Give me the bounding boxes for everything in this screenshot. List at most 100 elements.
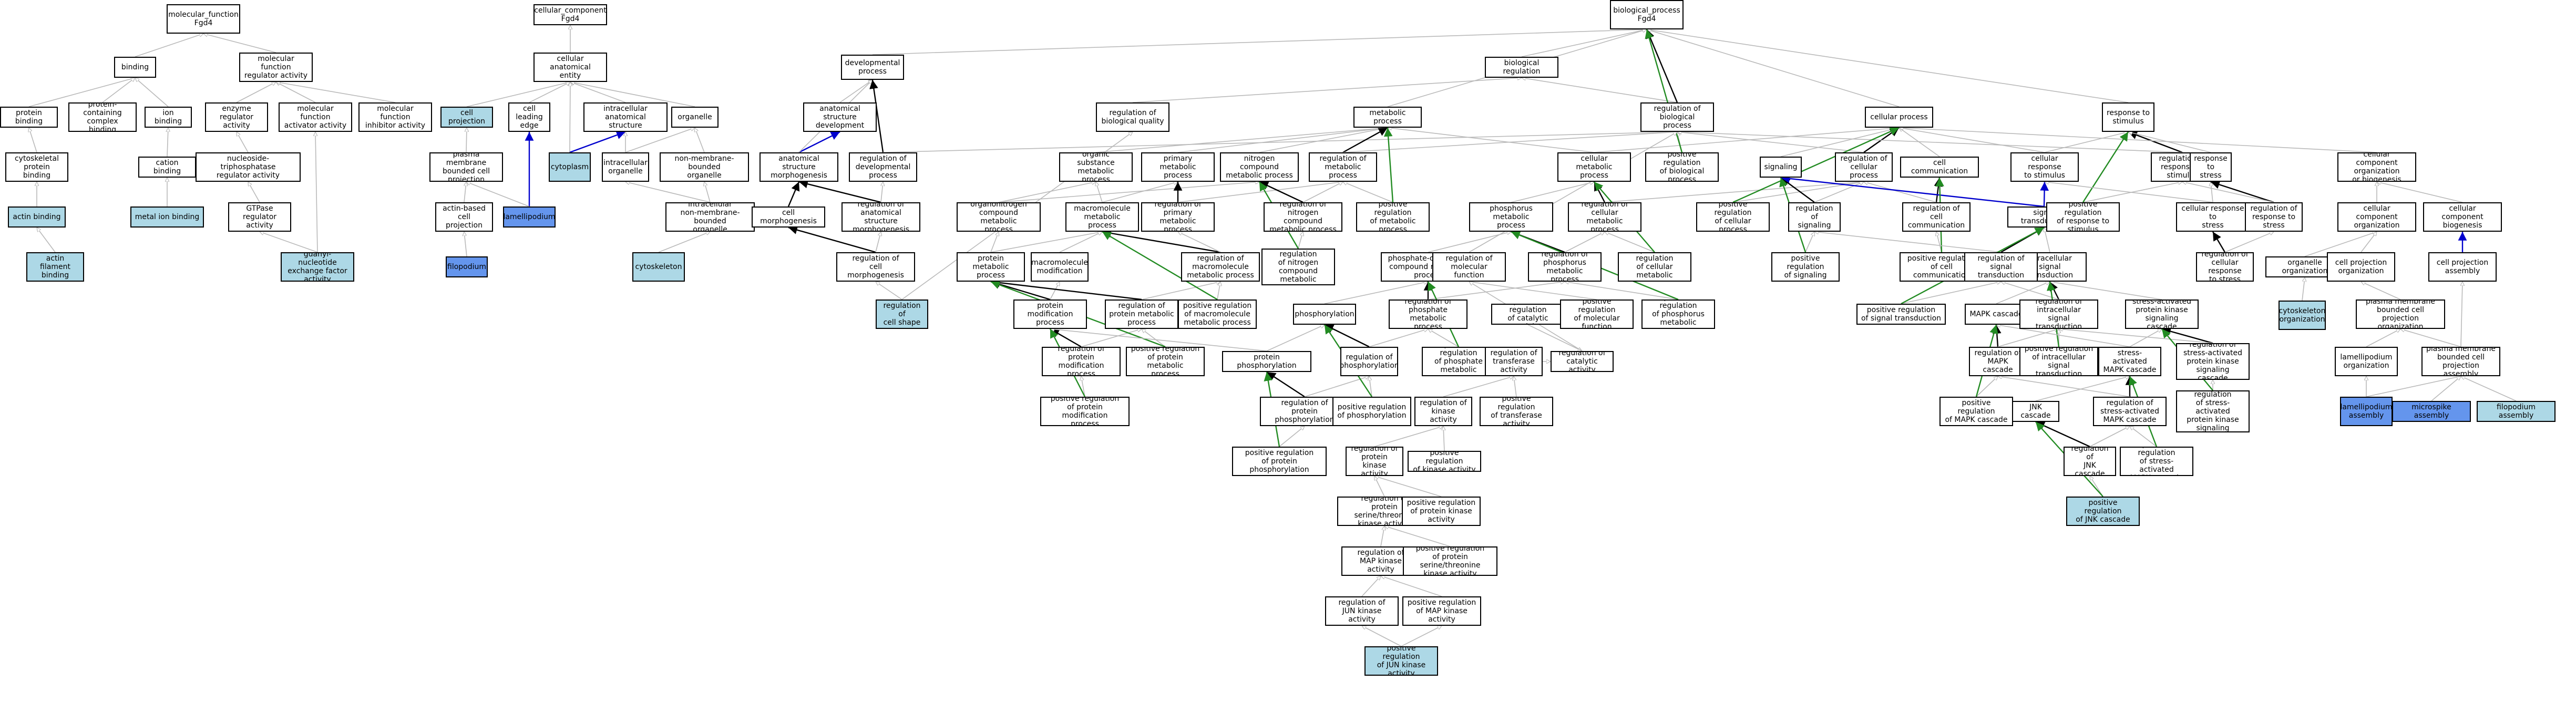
go-term-node[interactable]: guanyl-nucleotide exchange factor activi… bbox=[281, 252, 354, 282]
go-term-node[interactable]: metal ion binding bbox=[130, 206, 204, 228]
go-term-node[interactable]: stress-activated protein kinase signalin… bbox=[2125, 299, 2199, 329]
go-term-node[interactable]: regulation of protein kinase activity bbox=[1346, 447, 1403, 476]
go-term-node[interactable]: cell projection bbox=[440, 107, 493, 128]
go-term-node[interactable]: regulation of cellular process bbox=[1835, 152, 1893, 182]
go-term-node[interactable]: cellular process bbox=[1865, 107, 1933, 128]
go-term-node[interactable]: positive regulation of signal transducti… bbox=[1856, 304, 1946, 325]
go-term-node[interactable]: positive regulation of protein serine/th… bbox=[1403, 546, 1497, 576]
go-term-node[interactable]: positive regulation of response to stimu… bbox=[2046, 202, 2120, 232]
go-term-node[interactable]: cellular response to stress bbox=[2176, 202, 2250, 232]
go-term-node[interactable]: cell communication bbox=[1900, 157, 1979, 178]
go-term-node[interactable]: phosphorylation bbox=[1293, 304, 1356, 325]
go-term-node[interactable]: biological regulation bbox=[1485, 57, 1558, 78]
go-term-node[interactable]: cellular_component Fgd4 bbox=[533, 4, 607, 25]
go-term-node[interactable]: actin binding bbox=[8, 206, 66, 228]
go-term-node[interactable]: cytoskeleton organization bbox=[2279, 301, 2326, 330]
go-term-node[interactable]: regulation of metabolic process bbox=[1309, 152, 1377, 182]
go-term-node[interactable]: positive regulation of protein kinase ac… bbox=[1402, 497, 1481, 526]
go-term-node[interactable]: positive regulation of kinase activity bbox=[1408, 451, 1481, 472]
go-term-node[interactable]: cellular anatomical entity bbox=[533, 53, 607, 82]
go-term-node[interactable]: positive regulation of transferase activ… bbox=[1480, 397, 1553, 426]
go-term-node[interactable]: positive regulation of MAP kinase activi… bbox=[1402, 596, 1481, 626]
go-term-node[interactable]: cation binding bbox=[138, 157, 196, 178]
go-term-node[interactable]: regulation of cell morphogenesis bbox=[836, 252, 915, 282]
go-term-node[interactable]: regulation of phosphorylation bbox=[1340, 347, 1398, 376]
go-term-node[interactable]: positive regulation of nitrogen compound… bbox=[1261, 249, 1335, 285]
go-term-node[interactable]: regulation of protein serine/threonine k… bbox=[1337, 497, 1432, 526]
go-term-node[interactable]: intracellular organelle bbox=[602, 152, 649, 182]
go-term-node[interactable]: regulation of signaling bbox=[1788, 202, 1841, 232]
go-term-node[interactable]: regulation of macromolecule metabolic pr… bbox=[1181, 252, 1260, 282]
go-term-node[interactable]: plasma membrane bounded cell projection bbox=[429, 152, 503, 182]
go-term-node[interactable]: ion binding bbox=[145, 107, 192, 128]
go-term-node[interactable]: organonitrogen compound metabolic proces… bbox=[957, 202, 1041, 232]
go-term-node[interactable]: positive regulation of phosphorylation bbox=[1332, 397, 1411, 426]
go-term-node[interactable]: lamellipodium organization bbox=[2335, 347, 2398, 376]
go-term-node[interactable]: cell morphogenesis bbox=[752, 206, 825, 228]
go-term-node[interactable]: filopodium assembly bbox=[2477, 401, 2556, 422]
go-term-node[interactable]: molecular_function Fgd4 bbox=[167, 4, 240, 34]
go-term-node[interactable]: regulation of cell shape bbox=[876, 299, 928, 329]
go-term-node[interactable]: protein modification process bbox=[1013, 299, 1087, 329]
go-term-node[interactable]: cell projection organization bbox=[2327, 252, 2395, 282]
go-term-node[interactable]: regulation of phosphorus metabolic proce… bbox=[1528, 252, 1602, 282]
go-term-node[interactable]: microspike assembly bbox=[2392, 401, 2471, 422]
go-term-node[interactable]: developmental process bbox=[841, 55, 904, 80]
go-term-node[interactable]: response to stress bbox=[2190, 152, 2232, 182]
go-term-node[interactable]: metabolic process bbox=[1353, 107, 1422, 128]
go-term-node[interactable]: positive regulation of protein phosphory… bbox=[1232, 447, 1327, 476]
go-term-node[interactable]: molecular function activator activity bbox=[279, 102, 352, 132]
go-term-node[interactable]: positive regulation of JNK cascade bbox=[2066, 497, 2140, 526]
go-term-node[interactable]: cellular component organization or bioge… bbox=[2337, 152, 2416, 182]
go-term-node[interactable]: positive regulation of signaling bbox=[1771, 252, 1840, 282]
go-term-node[interactable]: regulation of cell communication bbox=[1902, 202, 1971, 232]
go-term-node[interactable]: positive regulation of protein modificat… bbox=[1040, 397, 1130, 426]
go-term-node[interactable]: regulation of MAPK cascade bbox=[1969, 347, 2027, 376]
go-term-node[interactable]: regulation of signal transduction bbox=[1964, 252, 2038, 282]
go-term-node[interactable]: regulation of biological quality bbox=[1096, 102, 1169, 132]
go-term-node[interactable]: positive regulation of catalytic activit… bbox=[1491, 304, 1565, 325]
go-term-node[interactable]: enzyme regulator activity bbox=[205, 102, 268, 132]
go-term-node[interactable]: protein binding bbox=[0, 107, 58, 128]
go-term-node[interactable]: lamellipodium bbox=[503, 206, 556, 228]
go-term-node[interactable]: regulation of biological process bbox=[1640, 102, 1714, 132]
go-term-node[interactable]: positive regulation of biological proces… bbox=[1645, 152, 1719, 182]
go-term-node[interactable]: cellular component biogenesis bbox=[2423, 202, 2502, 232]
go-term-node[interactable]: anatomical structure development bbox=[803, 102, 877, 132]
go-term-node[interactable]: positive regulation of JUN kinase activi… bbox=[1364, 646, 1438, 676]
go-term-node[interactable]: regulation of JUN kinase activity bbox=[1325, 596, 1399, 626]
go-term-node[interactable]: signaling bbox=[1760, 157, 1802, 178]
go-term-node[interactable]: regulation of catalytic activity bbox=[1551, 351, 1614, 372]
go-term-node[interactable]: actin-based cell projection bbox=[435, 202, 493, 232]
go-term-node[interactable]: regulation of JNK cascade bbox=[2064, 447, 2116, 476]
go-term-node[interactable]: protein phosphorylation bbox=[1222, 351, 1311, 372]
go-term-node[interactable]: regulation of phosphate metabolic proces… bbox=[1389, 299, 1467, 329]
go-term-node[interactable]: organelle bbox=[671, 107, 719, 128]
go-term-node[interactable]: protein-containing complex binding bbox=[68, 102, 137, 132]
go-term-node[interactable]: JNK cascade bbox=[2012, 401, 2059, 422]
go-term-node[interactable]: positive regulation of MAPK cascade bbox=[1939, 397, 2013, 426]
go-term-node[interactable]: plasma membrane bounded cell projection … bbox=[2421, 347, 2500, 376]
go-term-node[interactable]: molecular function inhibitor activity bbox=[358, 102, 432, 132]
go-term-node[interactable]: cellular metabolic process bbox=[1557, 152, 1631, 182]
go-term-node[interactable]: regulation of transferase activity bbox=[1485, 347, 1543, 376]
go-term-node[interactable]: stress-activated MAPK cascade bbox=[2098, 347, 2161, 376]
go-term-node[interactable]: positive regulation of metabolic process bbox=[1356, 202, 1430, 232]
go-term-node[interactable]: lamellipodium assembly bbox=[2340, 397, 2393, 426]
go-term-node[interactable]: phosphorus metabolic process bbox=[1469, 202, 1553, 232]
go-term-node[interactable]: cell leading edge bbox=[508, 102, 550, 132]
go-term-node[interactable]: macromolecule metabolic process bbox=[1065, 202, 1139, 232]
go-term-node[interactable]: positive regulation of intracellular sig… bbox=[2019, 347, 2098, 376]
go-term-node[interactable]: intracellular anatomical structure bbox=[583, 102, 668, 132]
go-term-node[interactable]: nitrogen compound metabolic process bbox=[1220, 152, 1299, 182]
go-term-node[interactable]: positive regulation of stress-activated … bbox=[2120, 447, 2193, 476]
go-term-node[interactable]: intracellular non-membrane-bounded organ… bbox=[665, 202, 755, 232]
go-term-node[interactable]: positive regulation of macromolecule met… bbox=[1178, 299, 1257, 329]
go-term-node[interactable]: GTPase regulator activity bbox=[228, 202, 291, 232]
go-term-node[interactable]: regulation of anatomical structure morph… bbox=[841, 202, 920, 232]
go-term-node[interactable]: binding bbox=[114, 57, 156, 78]
go-term-node[interactable]: positive regulation of phosphorus metabo… bbox=[1641, 299, 1715, 329]
go-term-node[interactable]: regulation of kinase activity bbox=[1414, 397, 1472, 426]
go-term-node[interactable]: positive regulation of stress-activated … bbox=[2176, 390, 2250, 432]
go-term-node[interactable]: primary metabolic process bbox=[1141, 152, 1215, 182]
